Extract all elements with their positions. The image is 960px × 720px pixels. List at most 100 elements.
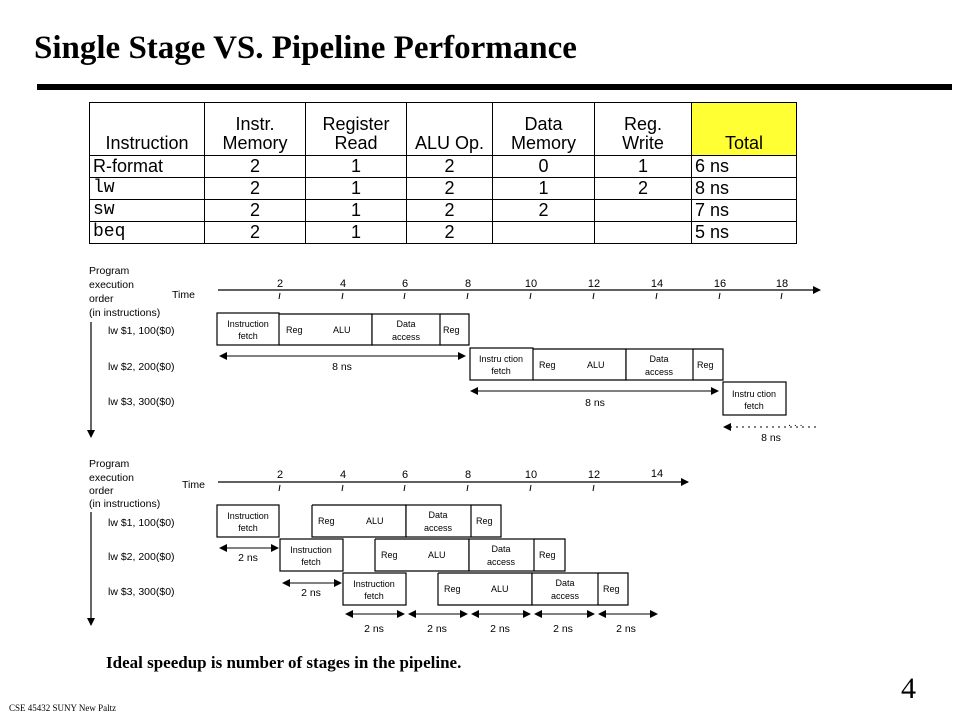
tick-label: 6 <box>402 469 408 481</box>
time-label: Time <box>182 479 205 491</box>
tick-label: 10 <box>525 278 537 290</box>
stage-label: Reg <box>286 325 303 335</box>
stage-label: Reg <box>539 550 556 560</box>
stage-label: Reg <box>697 360 714 370</box>
table-cell: 2 <box>406 155 493 178</box>
order-label: execution <box>89 472 134 484</box>
stage-label: Reg <box>603 584 620 594</box>
stage-label: Instru ction <box>479 354 523 364</box>
pipeline-diagram: Program execution order (in instructions… <box>87 265 821 635</box>
stage-instruction-fetch <box>342 572 407 606</box>
stage-label: fetch <box>238 331 258 341</box>
header-alu-op: ALU Op. <box>406 102 493 156</box>
header-instruction: Instruction <box>89 102 205 156</box>
duration-label: 8 ns <box>761 432 781 444</box>
table-cell: sw <box>89 199 205 222</box>
stage-label: fetch <box>744 401 764 411</box>
order-label: Program <box>89 458 130 470</box>
stage-reg-write <box>534 538 566 572</box>
tick-label: 6 <box>402 278 408 290</box>
page-number: 4 <box>901 672 916 705</box>
stage-label: ALU <box>333 325 351 335</box>
stage-label: Reg <box>539 360 556 370</box>
table-cell: 1 <box>305 221 407 244</box>
stage-data-access <box>625 348 694 381</box>
table-row: sw 2 1 2 2 7 ns <box>89 199 797 222</box>
tick-label: 14 <box>651 468 663 480</box>
order-label: execution <box>89 279 134 291</box>
tick-mark <box>592 484 595 492</box>
table-row: lw 2 1 2 1 2 8 ns <box>89 177 797 200</box>
stage-reg-write <box>471 504 502 538</box>
tick-mark <box>341 484 344 492</box>
table-cell: 1 <box>305 199 407 222</box>
stage-label: Instruction <box>353 579 395 589</box>
stage-reg-write <box>598 572 629 606</box>
tick-label: 10 <box>525 469 537 481</box>
tick-mark <box>466 292 469 300</box>
header-line2: Read <box>334 133 378 153</box>
stage-label: Data <box>555 578 574 588</box>
time-label: Time <box>172 289 195 301</box>
order-label: Program <box>89 265 130 277</box>
instruction-label: lw $1, 100($0) <box>108 517 175 529</box>
tick-mark <box>655 292 658 300</box>
instruction-label: lw $3, 300($0) <box>108 586 175 598</box>
single-cycle-diagram: Program execution order (in instructions… <box>87 265 821 444</box>
stage-label: Reg <box>444 584 461 594</box>
stage-label: Instruction <box>227 319 269 329</box>
table-cell: 2 <box>406 177 493 200</box>
table-cell: R-format <box>89 155 205 178</box>
stage-data-access <box>371 313 441 346</box>
table-cell: beq <box>89 221 205 244</box>
tick-mark <box>529 484 532 492</box>
stage-label: Reg <box>381 550 398 560</box>
duration-label: 2 ns <box>616 623 636 635</box>
tick-mark <box>403 484 406 492</box>
tick-label: 2 <box>277 278 283 290</box>
single-instruction-2: Instru ction fetch Reg ALU Data access R… <box>469 347 724 381</box>
stage-label: access <box>551 591 580 601</box>
stage-label: Data <box>491 544 510 554</box>
table-cell <box>594 221 692 244</box>
table-cell: 2 <box>492 199 595 222</box>
stage-label: Reg <box>318 516 335 526</box>
header-line2: Memory <box>510 133 576 153</box>
stage-label: ALU <box>491 584 509 594</box>
single-instruction-3: Instru ction fetch <box>722 381 787 416</box>
header-line2: Write <box>622 133 664 153</box>
header-line2: ALU Op. <box>414 133 485 153</box>
pipeline-instruction-1: Instruction fetch Reg ALU Data access Re… <box>216 504 502 538</box>
table-cell: 2 <box>204 221 306 244</box>
instruction-label: lw $3, 300($0) <box>108 396 175 408</box>
pipelined-diagram: Program execution order (in instructions… <box>87 458 689 635</box>
stage-label: Reg <box>443 325 460 335</box>
stage-label: ALU <box>587 360 605 370</box>
table-cell: 1 <box>594 155 692 178</box>
header-line1: Register <box>322 114 390 134</box>
tick-label: 12 <box>588 278 600 290</box>
stage-label: access <box>645 367 674 377</box>
stage-label: Instruction <box>227 511 269 521</box>
table-cell: 5 ns <box>691 221 797 244</box>
tick-mark <box>341 292 344 300</box>
tick-label: 2 <box>277 469 283 481</box>
stage-label: Instruction <box>290 545 332 555</box>
stage-instruction-fetch <box>216 504 280 538</box>
table-cell: 2 <box>204 155 306 178</box>
header-line1: Reg. <box>623 114 663 134</box>
table-cell <box>492 221 595 244</box>
tick-label: 14 <box>651 278 663 290</box>
duration-label: 2 ns <box>490 623 510 635</box>
stage-instruction-fetch <box>722 381 787 416</box>
stage-label: access <box>487 557 516 567</box>
stage-label: fetch <box>238 523 258 533</box>
duration-label: 8 ns <box>332 361 352 373</box>
tick-mark <box>278 292 281 300</box>
pipeline-instruction-3: Instruction fetch Reg ALU Data access Re… <box>342 572 629 606</box>
instruction-label: lw $1, 100($0) <box>108 325 175 337</box>
tick-label: 12 <box>588 469 600 481</box>
